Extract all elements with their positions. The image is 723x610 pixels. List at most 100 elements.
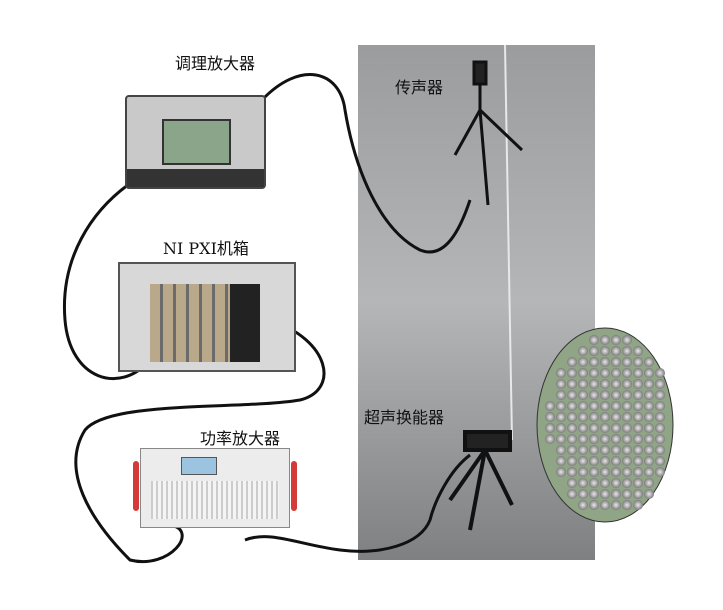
transducer-cell <box>589 357 599 367</box>
transducer-cell <box>578 368 588 378</box>
transducer-cell <box>655 390 665 400</box>
transducer-cell <box>589 456 599 466</box>
transducer-array-closeup <box>536 327 674 523</box>
transducer-cell <box>589 467 599 477</box>
transducer-cell <box>578 500 588 510</box>
label-microphone: 传声器 <box>395 78 444 97</box>
transducer-cell <box>578 423 588 433</box>
transducer-cell <box>578 478 588 488</box>
transducer-cell <box>567 489 577 499</box>
label-power-amplifier: 功率放大器 <box>200 429 281 448</box>
transducer-cell <box>611 368 621 378</box>
ni-pxi-chassis-image <box>118 262 296 372</box>
transducer-cell <box>633 379 643 389</box>
transducer-cell <box>589 368 599 378</box>
transducer-cell <box>622 335 632 345</box>
transducer-cell <box>556 390 566 400</box>
transducer-cell <box>611 401 621 411</box>
transducer-cell <box>622 478 632 488</box>
transducer-cell <box>655 412 665 422</box>
transducer-cell <box>622 467 632 477</box>
transducer-cell <box>578 401 588 411</box>
transducer-cell <box>589 401 599 411</box>
transducer-cell <box>589 500 599 510</box>
transducer-cell <box>633 434 643 444</box>
transducer-cell <box>578 434 588 444</box>
transducer-cell <box>655 467 665 477</box>
transducer-cell <box>589 423 599 433</box>
transducer-cell <box>644 357 654 367</box>
transducer-cell <box>600 412 610 422</box>
transducer-tripod <box>448 430 514 531</box>
transducer-cell <box>567 423 577 433</box>
transducer-cell <box>589 390 599 400</box>
transducer-cell <box>655 379 665 389</box>
transducer-cell <box>567 357 577 367</box>
transducer-cell <box>578 412 588 422</box>
transducer-cell <box>567 368 577 378</box>
transducer-cell <box>600 500 610 510</box>
transducer-cell <box>633 346 643 356</box>
floor-line <box>504 44 513 441</box>
transducer-cell <box>600 423 610 433</box>
transducer-cell <box>611 467 621 477</box>
transducer-cell <box>545 401 555 411</box>
transducer-cell <box>556 379 566 389</box>
transducer-cell <box>589 346 599 356</box>
transducer-cell <box>644 423 654 433</box>
transducer-cell <box>655 423 665 433</box>
transducer-cell <box>600 346 610 356</box>
transducer-cell <box>633 390 643 400</box>
label-transducer: 超声换能器 <box>364 408 445 427</box>
transducer-cell <box>567 401 577 411</box>
transducer-cell <box>644 434 654 444</box>
transducer-cell <box>622 456 632 466</box>
transducer-cell <box>578 489 588 499</box>
transducer-cell <box>633 412 643 422</box>
transducer-cell <box>655 368 665 378</box>
transducer-cell <box>600 478 610 488</box>
transducer-cell <box>622 500 632 510</box>
transducer-cell <box>578 445 588 455</box>
transducer-cell <box>556 368 566 378</box>
label-pxi-chassis: NI PXI机箱 <box>163 239 249 258</box>
transducer-cell <box>611 489 621 499</box>
transducer-cell <box>622 390 632 400</box>
transducer-cell <box>578 456 588 466</box>
transducer-cell <box>611 478 621 488</box>
transducer-cell <box>633 456 643 466</box>
transducer-cell <box>556 423 566 433</box>
transducer-cell <box>655 401 665 411</box>
transducer-cell <box>589 434 599 444</box>
transducer-cell <box>633 478 643 488</box>
transducer-cell <box>611 423 621 433</box>
transducer-cell <box>611 500 621 510</box>
transducer-cell <box>589 335 599 345</box>
transducer-cell <box>567 445 577 455</box>
transducer-cell <box>567 478 577 488</box>
conditioning-amplifier-image <box>125 95 266 189</box>
transducer-cell <box>589 445 599 455</box>
transducer-cell <box>567 390 577 400</box>
transducer-cell <box>622 423 632 433</box>
transducer-cell <box>567 412 577 422</box>
transducer-cell <box>644 445 654 455</box>
transducer-cell <box>633 357 643 367</box>
transducer-cell <box>611 335 621 345</box>
transducer-cell <box>578 467 588 477</box>
transducer-cell <box>633 401 643 411</box>
transducer-cell <box>600 456 610 466</box>
transducer-cell <box>600 390 610 400</box>
transducer-cell <box>600 467 610 477</box>
transducer-cell <box>600 434 610 444</box>
transducer-cell <box>578 379 588 389</box>
transducer-cell <box>600 357 610 367</box>
transducer-cell <box>611 412 621 422</box>
transducer-cell <box>644 379 654 389</box>
transducer-cell <box>611 379 621 389</box>
transducer-cell <box>567 434 577 444</box>
transducer-cell <box>644 456 654 466</box>
transducer-cell <box>556 445 566 455</box>
